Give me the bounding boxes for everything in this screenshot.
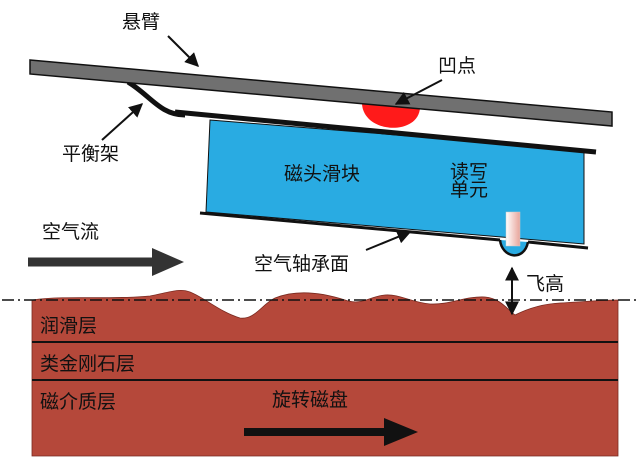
- label-magnetic-media-layer: 磁介质层: [40, 391, 116, 413]
- arm-leader: [167, 35, 199, 67]
- label-lubricant-layer: 润滑层: [40, 315, 97, 337]
- slider-top-plate: [174, 109, 597, 155]
- label-dimple: 凹点: [438, 55, 476, 77]
- airflow-arrowhead: [152, 248, 184, 276]
- label-fly-height: 飞高: [526, 273, 564, 295]
- rw-element: [505, 211, 521, 247]
- label-rw-line2: 单元: [450, 179, 488, 201]
- abs-leader: [365, 230, 412, 251]
- gimbal-leader: [101, 103, 144, 141]
- label-rw-line1: 读写: [450, 161, 488, 183]
- label-dlc-layer: 类金刚石层: [40, 353, 135, 375]
- label-slider: 磁头滑块: [284, 163, 360, 185]
- rotation-arrowhead: [384, 418, 418, 446]
- gimbal: [126, 79, 186, 118]
- label-suspension-arm: 悬臂: [122, 11, 160, 33]
- label-gimbal: 平衡架: [62, 143, 119, 165]
- label-airflow: 空气流: [42, 221, 99, 243]
- dimple-leader: [394, 79, 443, 105]
- slider-block: [205, 119, 585, 245]
- label-rotating-disk: 旋转磁盘: [272, 389, 348, 411]
- air-bearing-line: [527, 240, 589, 250]
- air-bearing-line: [199, 211, 501, 242]
- dimple: [362, 104, 420, 128]
- label-air-bearing-surface: 空气轴承面: [254, 253, 349, 275]
- suspension-arm: [29, 59, 613, 127]
